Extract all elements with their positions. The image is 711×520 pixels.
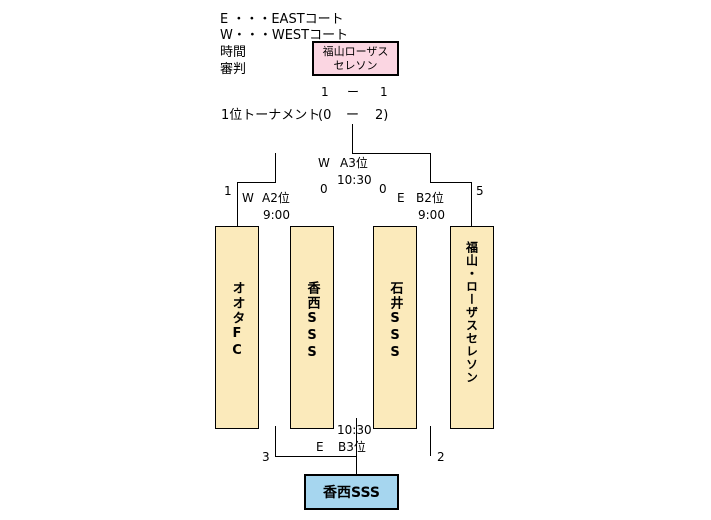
left-match-court: W	[242, 191, 254, 205]
referee-box: 福山ローザス セレソン	[312, 41, 399, 76]
bracket-line	[275, 456, 357, 457]
team-name: 石井SSS	[387, 281, 403, 362]
referee-label: 審判	[220, 62, 247, 77]
third-time: 10:30	[337, 423, 372, 437]
bracket-line	[237, 182, 238, 226]
final-right-score: 0	[379, 182, 387, 196]
third-right-score: 2	[437, 450, 445, 464]
team-box-ishii: 石井SSS	[373, 226, 417, 429]
bracket-line	[430, 153, 431, 183]
referee-line1: 福山ローザス	[322, 44, 389, 58]
team-box-kozai: 香西SSS	[290, 226, 334, 429]
team-name: 福山・ローザスセレソン	[464, 241, 479, 384]
third-court: E	[316, 440, 324, 454]
tournament-left-score: (0	[318, 108, 332, 123]
winner-name: 香西SSS	[323, 485, 380, 501]
right-match-id: B2位	[416, 191, 444, 205]
winner-box: 香西SSS	[304, 474, 399, 510]
tournament-right-score: 2)	[375, 108, 389, 123]
left-match-score: 1	[224, 184, 232, 198]
team-name: オオタFC	[229, 281, 245, 360]
left-match-id: A2位	[262, 191, 290, 205]
score-dash: ー	[347, 85, 360, 99]
bracket-line	[352, 124, 353, 154]
right-match-time: 9:00	[418, 208, 445, 222]
bracket-line	[275, 426, 276, 456]
final-id: A3位	[340, 156, 368, 170]
bracket-line	[352, 153, 431, 154]
third-left-score: 3	[262, 450, 270, 464]
bracket-line	[237, 182, 275, 183]
third-id: B3位	[338, 440, 366, 454]
legend-west: W・・・WESTコート	[220, 28, 349, 43]
time-label: 時間	[220, 45, 247, 60]
score-left: 1	[321, 85, 329, 99]
bracket-line	[471, 182, 472, 226]
final-time: 10:30	[337, 173, 372, 187]
right-match-score: 5	[476, 184, 484, 198]
tournament-dash: ー	[346, 108, 360, 123]
team-name: 香西SSS	[304, 281, 320, 362]
team-box-fukuyama: 福山・ローザスセレソン	[450, 226, 494, 429]
bracket-line	[275, 153, 276, 183]
team-box-ootafc: オオタFC	[215, 226, 259, 429]
right-match-court: E	[397, 191, 405, 205]
final-court: W	[318, 156, 330, 170]
final-left-score: 0	[320, 182, 328, 196]
referee-line2: セレソン	[333, 58, 378, 72]
tournament-title: 1位トーナメント	[221, 108, 321, 123]
bracket-line	[430, 182, 472, 183]
bracket-line	[356, 418, 357, 474]
bracket-line	[430, 426, 431, 456]
score-right: 1	[380, 85, 388, 99]
left-match-time: 9:00	[263, 208, 290, 222]
legend-east: E ・・・EASTコート	[220, 12, 344, 27]
